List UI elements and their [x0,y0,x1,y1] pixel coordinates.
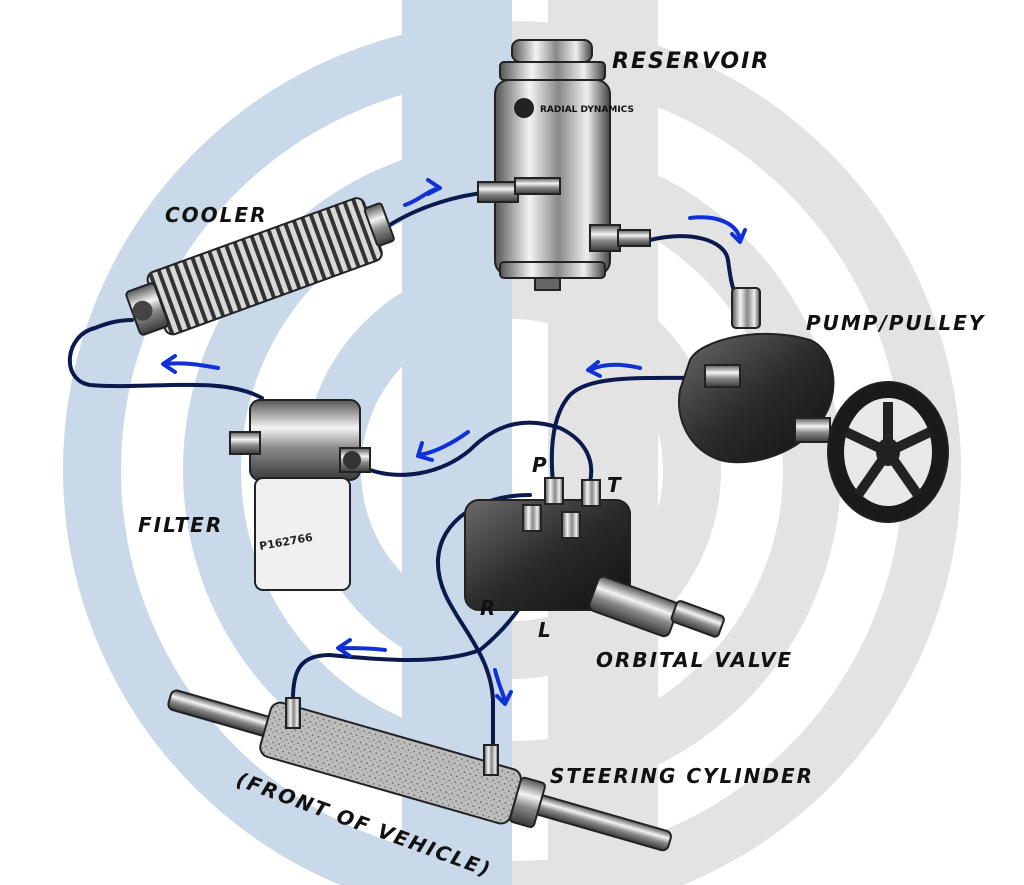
flow-arrow-cooler-reservoir [403,178,442,207]
port-label-t: T [607,473,622,497]
port-label-p: P [532,453,547,477]
flow-arrow-reservoir-pump [688,215,747,244]
label-reservoir: Reservoir [612,49,770,74]
hose-valve-t-to-filter [368,420,594,484]
flow-arrow-cylinder-right [493,668,513,706]
hose-pump-to-valve-p [549,375,714,485]
label-cooler: Cooler [165,203,268,227]
reservoir-brand-text: RADIAL DYNAMICS [540,105,634,115]
flow-arrow-cylinder-left [336,638,387,658]
label-filter: Filter [138,513,223,537]
port-label-l: L [538,618,551,642]
pulley-wheel [827,381,949,523]
port-label-r: R [480,596,495,620]
pump-pulley-image [678,287,949,523]
steering-cylinder-image [167,689,672,852]
label-orbital-valve: Orbital Valve [596,648,793,672]
filter-image: P162766 [229,399,371,591]
label-pump-pulley: Pump/Pulley [806,311,986,335]
flow-arrow-filter-cooler [161,354,220,374]
flow-arrow-valve-filter [416,430,470,462]
flow-arrow-pump-valve [586,360,642,378]
hose-filter-to-cooler [67,318,264,400]
label-steering-cylinder: Steering Cylinder [550,764,814,788]
reservoir-image: RADIAL DYNAMICS [477,39,651,291]
cooler-image [125,197,395,336]
orbital-valve-image [464,477,725,638]
flow-arrows [161,178,747,706]
